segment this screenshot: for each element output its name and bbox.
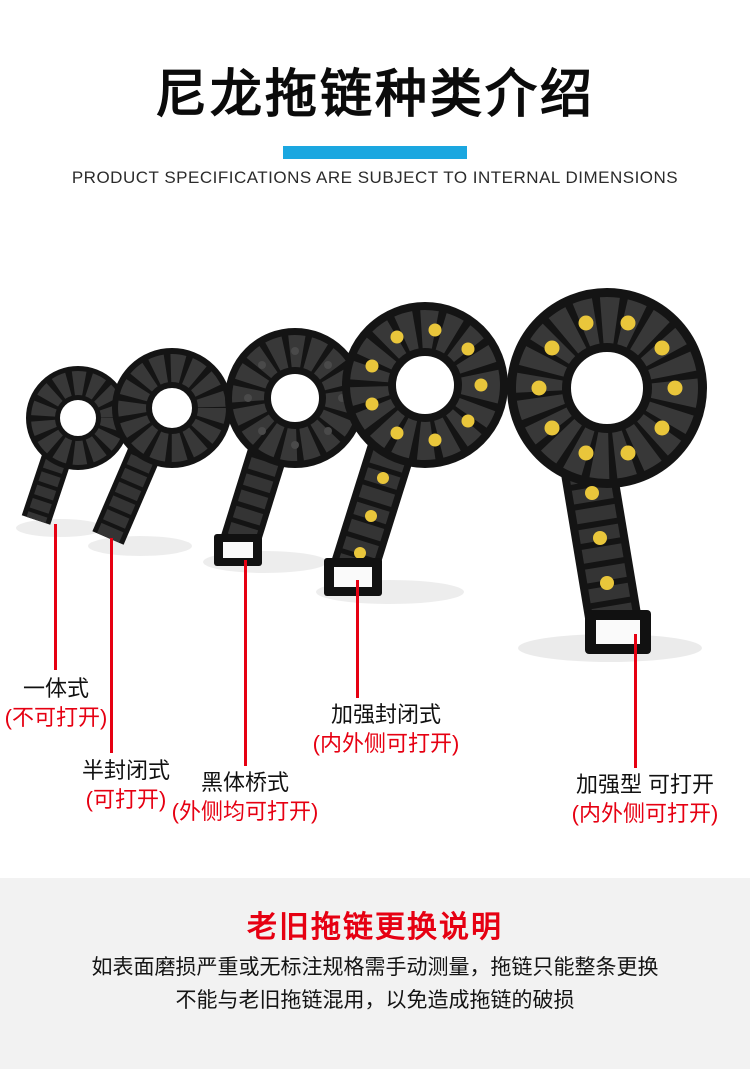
chain-label-note: (内外侧可打开) [571, 801, 719, 827]
drag-chain-reinforced-openable [507, 288, 707, 654]
chain-label-note: (内外侧可打开) [312, 731, 460, 757]
chain-label-bridge: 黑体桥式 (外侧均可打开) [160, 768, 330, 826]
chain-label-reinforced-openable: 加强型 可打开 (内外侧可打开) [560, 770, 730, 828]
chain-label-note: (外侧均可打开) [171, 799, 319, 825]
chain-label-note: (可打开) [85, 787, 167, 813]
annotation-line-integrated [54, 524, 57, 670]
replacement-notice-title: 老旧拖链更换说明 [247, 911, 503, 944]
chain-label-name: 半封闭式 [81, 758, 170, 783]
drag-chain-bridge [214, 328, 365, 566]
page-title: 尼龙拖链种类介绍 [154, 66, 595, 124]
chain-label-reinforced-closed: 加强封闭式 (内外侧可打开) [306, 700, 466, 758]
chain-label-name: 加强封闭式 [330, 702, 441, 727]
replacement-notice-line-2: 不能与老旧拖链混用，以免造成拖链的破损 [175, 988, 575, 1012]
drag-chain-integrated [21, 366, 130, 525]
title-accent-bar [283, 146, 467, 159]
chain-label-semi-closed: 半封闭式 (可打开) [56, 756, 196, 814]
annotation-line-reinforced-closed [356, 580, 359, 698]
annotation-line-semi-closed [110, 538, 113, 753]
annotation-line-reinforced-openable [634, 634, 637, 768]
chain-label-name: 加强型 可打开 [575, 772, 715, 797]
chain-label-name: 一体式 [22, 676, 89, 701]
drag-chain-reinforced-closed [324, 302, 508, 596]
replacement-notice-body: 如表面磨损严重或无标注规格需手动测量，拖链只能整条更换 不能与老旧拖链混用，以免… [0, 952, 750, 1017]
chain-label-name: 黑体桥式 [200, 770, 289, 795]
annotation-line-bridge [244, 560, 247, 766]
page-subtitle: PRODUCT SPECIFICATIONS ARE SUBJECT TO IN… [71, 168, 679, 187]
drag-chain-semi-closed [92, 348, 232, 545]
chain-label-integrated: 一体式 (不可打开) [0, 674, 112, 732]
chain-label-note: (不可打开) [4, 705, 108, 731]
replacement-notice-line-1: 如表面磨损严重或无标注规格需手动测量，拖链只能整条更换 [91, 956, 659, 979]
replacement-notice-panel [0, 878, 750, 1069]
